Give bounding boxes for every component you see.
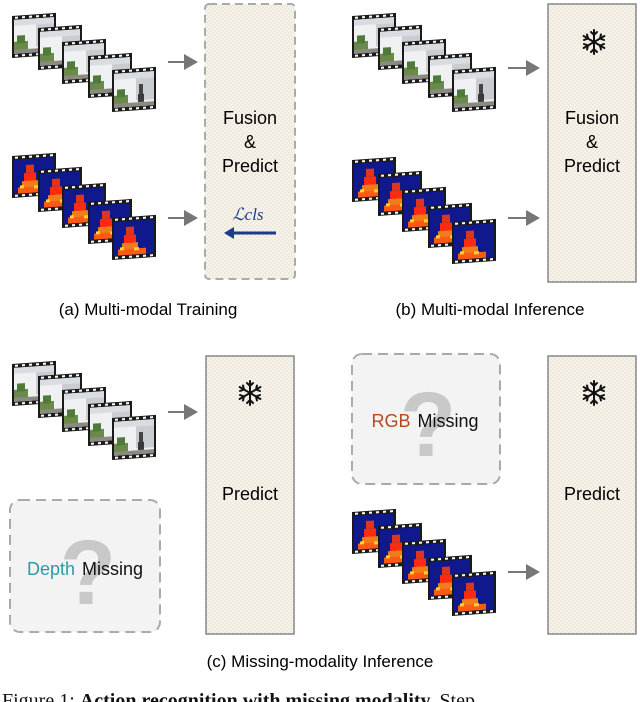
predict-label: Predict — [564, 484, 620, 504]
fusion-line-3: Predict — [564, 156, 620, 176]
depth-frame-stack — [352, 509, 496, 616]
svg-text:RGB Missing: RGB Missing — [371, 411, 478, 431]
figure-caption-prefix: Figure 1: — [2, 690, 80, 702]
panel-c-left: ? Depth Missing Predict — [9, 355, 295, 635]
depth-frame-stack — [12, 153, 156, 260]
svg-text:Depth Missing: Depth Missing — [27, 559, 143, 579]
loss-arrow — [224, 227, 276, 239]
depth-missing-placeholder: ? Depth Missing — [9, 499, 161, 633]
figure-caption: Figure 1: Action recognition with missin… — [0, 688, 640, 702]
missing-word: Missing — [82, 559, 143, 579]
rgb-frame-stack — [352, 13, 496, 112]
missing-word: Missing — [418, 411, 479, 431]
figure-caption-rest: Step — [434, 690, 475, 702]
fusion-predict-box — [204, 3, 296, 280]
missing-modality-depth: Depth — [27, 559, 75, 579]
fusion-line-1: Fusion — [565, 108, 619, 128]
panel-c-caption: (c) Missing-modality Inference — [207, 652, 434, 671]
predict-label: Predict — [222, 484, 278, 504]
fusion-line-1: Fusion — [223, 108, 277, 128]
panel-c-right: ? RGB Missing Predict — [351, 353, 637, 635]
panel-b: Fusion & Predict (b) Multi-modal Inferen… — [352, 3, 637, 319]
depth-frame-stack — [352, 157, 496, 264]
loss-label: ℒcls — [232, 205, 264, 224]
rgb-frame-stack — [12, 13, 156, 112]
rgb-missing-placeholder: ? RGB Missing — [351, 353, 501, 485]
fusion-line-2: & — [586, 132, 598, 152]
fusion-line-3: Predict — [222, 156, 278, 176]
panel-a-caption: (a) Multi-modal Training — [59, 300, 238, 319]
figure-caption-title: Action recognition with missing modality… — [79, 690, 435, 702]
missing-modality-rgb: RGB — [371, 411, 410, 431]
panel-a: Fusion & Predict ℒcls (a) Multi-modal Tr… — [12, 3, 296, 319]
fusion-line-2: & — [244, 132, 256, 152]
rgb-frame-stack — [12, 361, 156, 460]
panel-b-caption: (b) Multi-modal Inference — [396, 300, 585, 319]
question-mark-icon: ? — [60, 522, 116, 624]
question-mark-icon: ? — [400, 374, 456, 476]
